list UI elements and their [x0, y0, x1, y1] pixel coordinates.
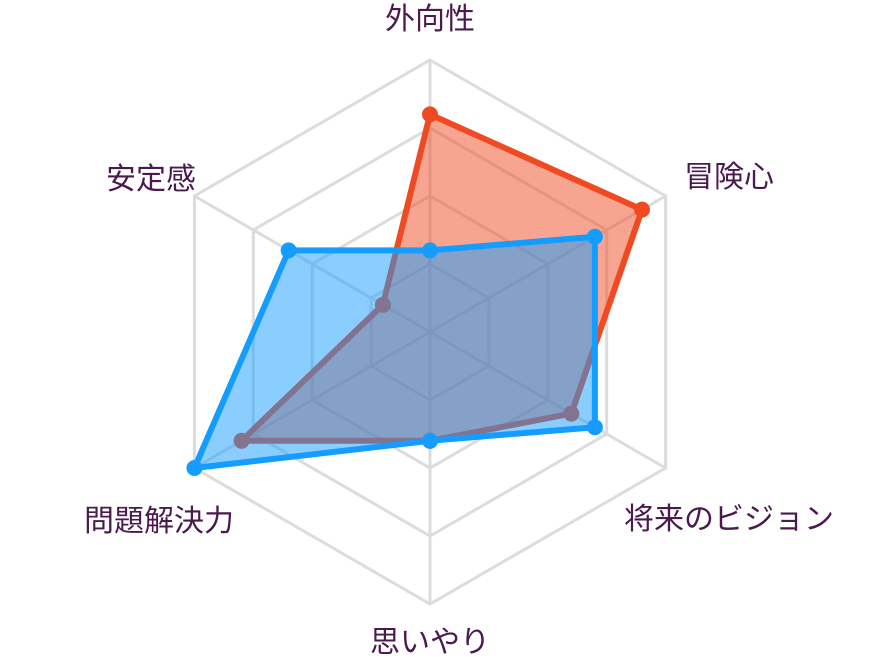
data-point	[634, 201, 651, 218]
axis-label-compassion: 思いやり	[370, 625, 490, 660]
axis-label-future-vision: 将来のビジョン	[624, 502, 834, 537]
data-point	[186, 460, 203, 476]
data-point	[586, 419, 603, 436]
axis-label-adventurousness: 冒険心	[684, 160, 774, 195]
axis-label-extroversion: 外向性	[385, 2, 475, 37]
data-point	[422, 106, 438, 123]
data-point	[422, 432, 438, 449]
data-point	[586, 228, 603, 245]
data-point	[422, 242, 438, 259]
axis-label-stability: 安定感	[106, 162, 196, 197]
axis-label-problem-solving: 問題解決力	[84, 504, 234, 539]
data-point	[280, 242, 297, 259]
